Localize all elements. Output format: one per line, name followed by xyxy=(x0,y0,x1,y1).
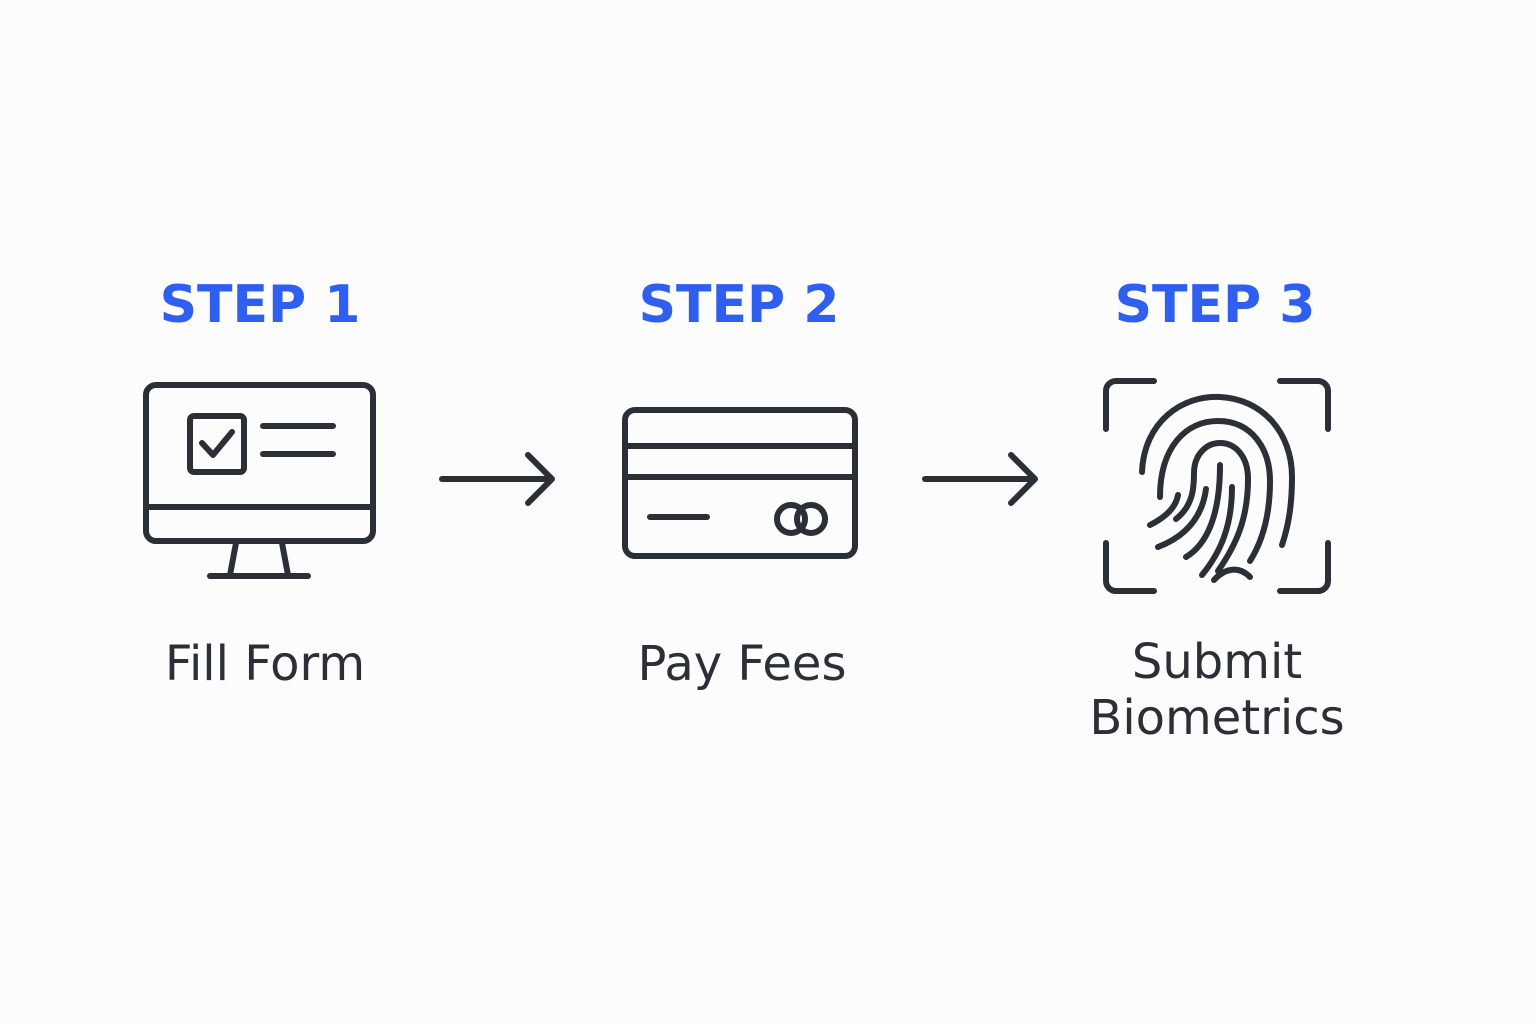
arrow-right-icon xyxy=(921,450,1041,510)
fingerprint-scan-icon xyxy=(1102,377,1334,597)
step-2-label: Pay Fees xyxy=(637,636,847,692)
step-3-title: STEP 3 xyxy=(1114,275,1316,335)
step-3-label-line-2: Biometrics xyxy=(1089,690,1345,746)
step-2-title: STEP 2 xyxy=(638,275,840,335)
credit-card-icon xyxy=(620,405,860,561)
step-1-title: STEP 1 xyxy=(159,275,361,335)
step-3-label-line-1: Submit xyxy=(1131,634,1303,690)
step-1-label: Fill Form xyxy=(164,636,366,692)
step-3-label: Submit Biometrics xyxy=(1027,634,1407,746)
arrow-right-icon xyxy=(438,450,558,510)
computer-form-icon xyxy=(140,380,380,585)
